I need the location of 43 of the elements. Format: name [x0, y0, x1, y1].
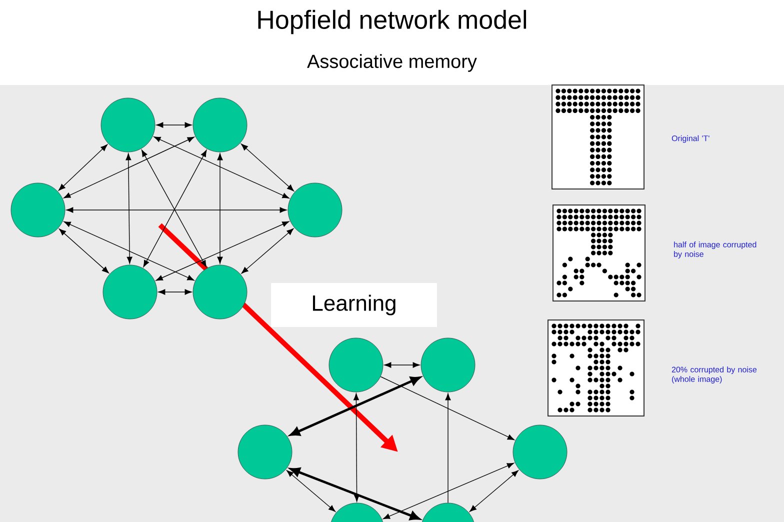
neuron-circle [192, 264, 248, 320]
arrow [59, 228, 109, 274]
arrow [445, 393, 451, 504]
arrow [126, 153, 132, 264]
neuron-circle [420, 502, 476, 522]
picture-caption: half of image corrupted by noise [674, 242, 756, 258]
neuron-circle [192, 98, 248, 152]
arrow [154, 136, 290, 198]
arrow [58, 144, 108, 191]
arrow [290, 468, 420, 520]
subtitle: Associative memory [307, 54, 477, 72]
arrow [470, 470, 518, 512]
arrow [290, 376, 420, 436]
arrow [241, 144, 294, 192]
arrow [241, 228, 294, 274]
picture-caption: Original 'T' [672, 135, 710, 143]
neuron-circle [238, 424, 292, 480]
arrow [156, 221, 290, 281]
picture-caption: 20% corrupted by noise (whole image) [672, 366, 757, 384]
arrow [158, 289, 192, 295]
dot-pattern-drawing [552, 204, 646, 302]
neuron-circle [420, 338, 476, 392]
slide-title: Hopfield network model [258, 10, 526, 34]
neuron-circle [288, 182, 342, 238]
arrow [384, 362, 420, 368]
arrow [66, 207, 287, 213]
arrow [64, 221, 194, 281]
arrow [217, 153, 223, 264]
neuron-circle [10, 182, 66, 238]
learning-label: Learning [271, 283, 437, 327]
neuron-circle [102, 264, 158, 320]
neuron-circle [328, 338, 384, 392]
dot-pattern-drawing [552, 84, 644, 190]
arrow [64, 136, 194, 198]
neuron-circle [512, 424, 568, 480]
arrow [380, 376, 514, 440]
neuron-circle [330, 502, 384, 522]
arrow [156, 122, 192, 128]
neuron-circle [100, 98, 156, 152]
arrow [353, 393, 360, 502]
dot-pattern-drawing [548, 320, 644, 416]
arrow [286, 470, 336, 512]
arrow [383, 462, 514, 520]
